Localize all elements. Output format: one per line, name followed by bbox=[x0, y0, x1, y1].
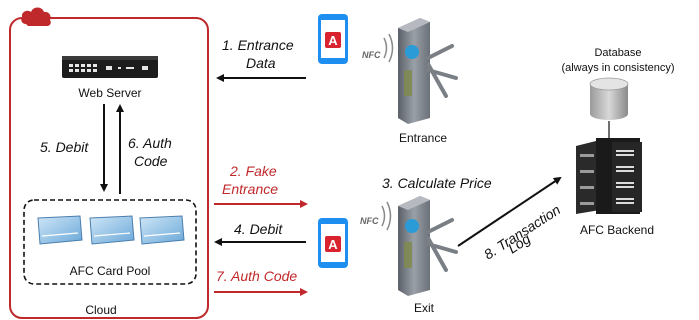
step-5-label: 5. Debit bbox=[40, 139, 89, 155]
cloud-icon bbox=[21, 7, 51, 26]
turnstile-icon: NFC bbox=[362, 18, 458, 124]
entrance-label: Entrance bbox=[399, 131, 447, 145]
app-logo-entrance: A bbox=[328, 33, 338, 48]
web-server-label: Web Server bbox=[78, 86, 141, 100]
card-icon bbox=[37, 215, 83, 245]
app-logo-exit: A bbox=[328, 237, 338, 252]
nfc-label-entrance: NFC bbox=[362, 50, 381, 60]
cloud-label: Cloud bbox=[85, 303, 116, 317]
arrow-transaction-log bbox=[457, 176, 562, 247]
database-icon bbox=[589, 77, 629, 120]
step-4-label: 4. Debit bbox=[234, 221, 283, 237]
step-6-label-line1: 6. Auth bbox=[128, 135, 172, 151]
step-7-label: 7. Auth Code bbox=[216, 268, 297, 284]
server-rack-icon bbox=[576, 138, 642, 214]
database-label-line2: (always in consistency) bbox=[561, 62, 674, 74]
step-1-label-line2: Data bbox=[246, 55, 276, 71]
step-2-label-line1: 2. Fake bbox=[229, 163, 277, 179]
cloud-boundary bbox=[9, 17, 209, 319]
card-pool-label: AFC Card Pool bbox=[70, 264, 151, 278]
phone-icon: A bbox=[318, 218, 348, 268]
database-label-line1: Database bbox=[594, 47, 641, 59]
step-6-label-line2: Code bbox=[134, 153, 168, 169]
step-3-label: 3. Calculate Price bbox=[382, 175, 492, 191]
card-icon bbox=[89, 215, 135, 245]
exit-label: Exit bbox=[414, 301, 435, 315]
step-1-label-line1: 1. Entrance bbox=[222, 37, 294, 53]
card-icon bbox=[139, 215, 185, 245]
nfc-label-exit: NFC bbox=[360, 216, 379, 226]
server-icon bbox=[62, 56, 158, 78]
turnstile-icon: NFC bbox=[360, 196, 458, 296]
card-pool-boundary bbox=[23, 199, 197, 285]
backend-label: AFC Backend bbox=[580, 223, 654, 237]
phone-icon: A bbox=[318, 14, 348, 64]
step-2-label-line2: Entrance bbox=[222, 181, 278, 197]
